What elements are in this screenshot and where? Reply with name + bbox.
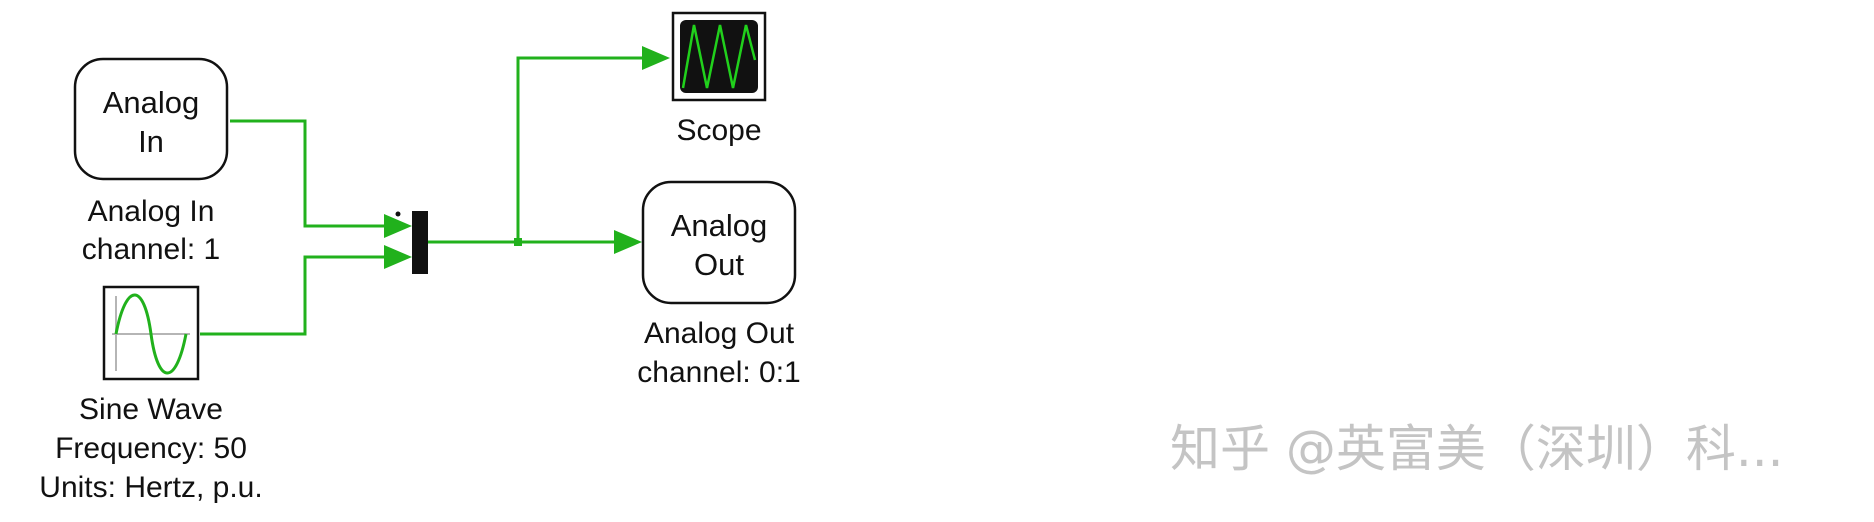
branch-point xyxy=(514,238,522,246)
arrowhead-mux-input-1 xyxy=(384,214,412,238)
wire-analog-in-to-mux[interactable] xyxy=(230,119,390,228)
analog-out-block-body[interactable] xyxy=(641,180,797,305)
signal-wires xyxy=(200,46,670,336)
analog-out-label-line1: Analog xyxy=(671,208,768,243)
analog-out-label-line2: Out xyxy=(694,247,744,282)
analog-in-caption-channel: channel: 1 xyxy=(82,233,220,266)
scope-caption: Scope xyxy=(676,114,761,147)
arrowhead-analog-out-input xyxy=(614,230,642,254)
wire-branch-to-scope[interactable] xyxy=(516,56,648,242)
wire-sine-wave-to-mux[interactable] xyxy=(200,255,390,336)
analog-in-block[interactable]: Analog In xyxy=(73,57,229,181)
mux-input-dot xyxy=(395,211,401,217)
arrowhead-scope-input xyxy=(642,46,670,70)
watermark-text: 知乎 @英富美（深圳）科... xyxy=(1170,420,1784,478)
analog-in-block-body[interactable] xyxy=(73,57,229,181)
analog-out-caption-channel: channel: 0:1 xyxy=(637,356,800,389)
sine-wave-icon xyxy=(112,293,190,375)
analog-in-caption-name: Analog In xyxy=(88,195,215,228)
analog-in-label-line2: In xyxy=(138,124,164,159)
scope-block[interactable] xyxy=(671,11,767,102)
sine-wave-caption-units: Units: Hertz, p.u. xyxy=(39,471,262,504)
sine-wave-caption-frequency: Frequency: 50 xyxy=(55,432,247,465)
analog-in-label-line1: Analog xyxy=(103,85,200,120)
mux-bar[interactable] xyxy=(412,211,428,274)
analog-out-block[interactable]: Analog Out xyxy=(641,180,797,305)
analog-out-caption-name: Analog Out xyxy=(644,317,795,350)
sine-wave-block[interactable] xyxy=(102,285,200,381)
mux-block[interactable] xyxy=(395,211,429,274)
arrowhead-mux-input-2 xyxy=(384,245,412,269)
sine-wave-caption-name: Sine Wave xyxy=(79,393,223,426)
scope-icon xyxy=(680,20,758,93)
